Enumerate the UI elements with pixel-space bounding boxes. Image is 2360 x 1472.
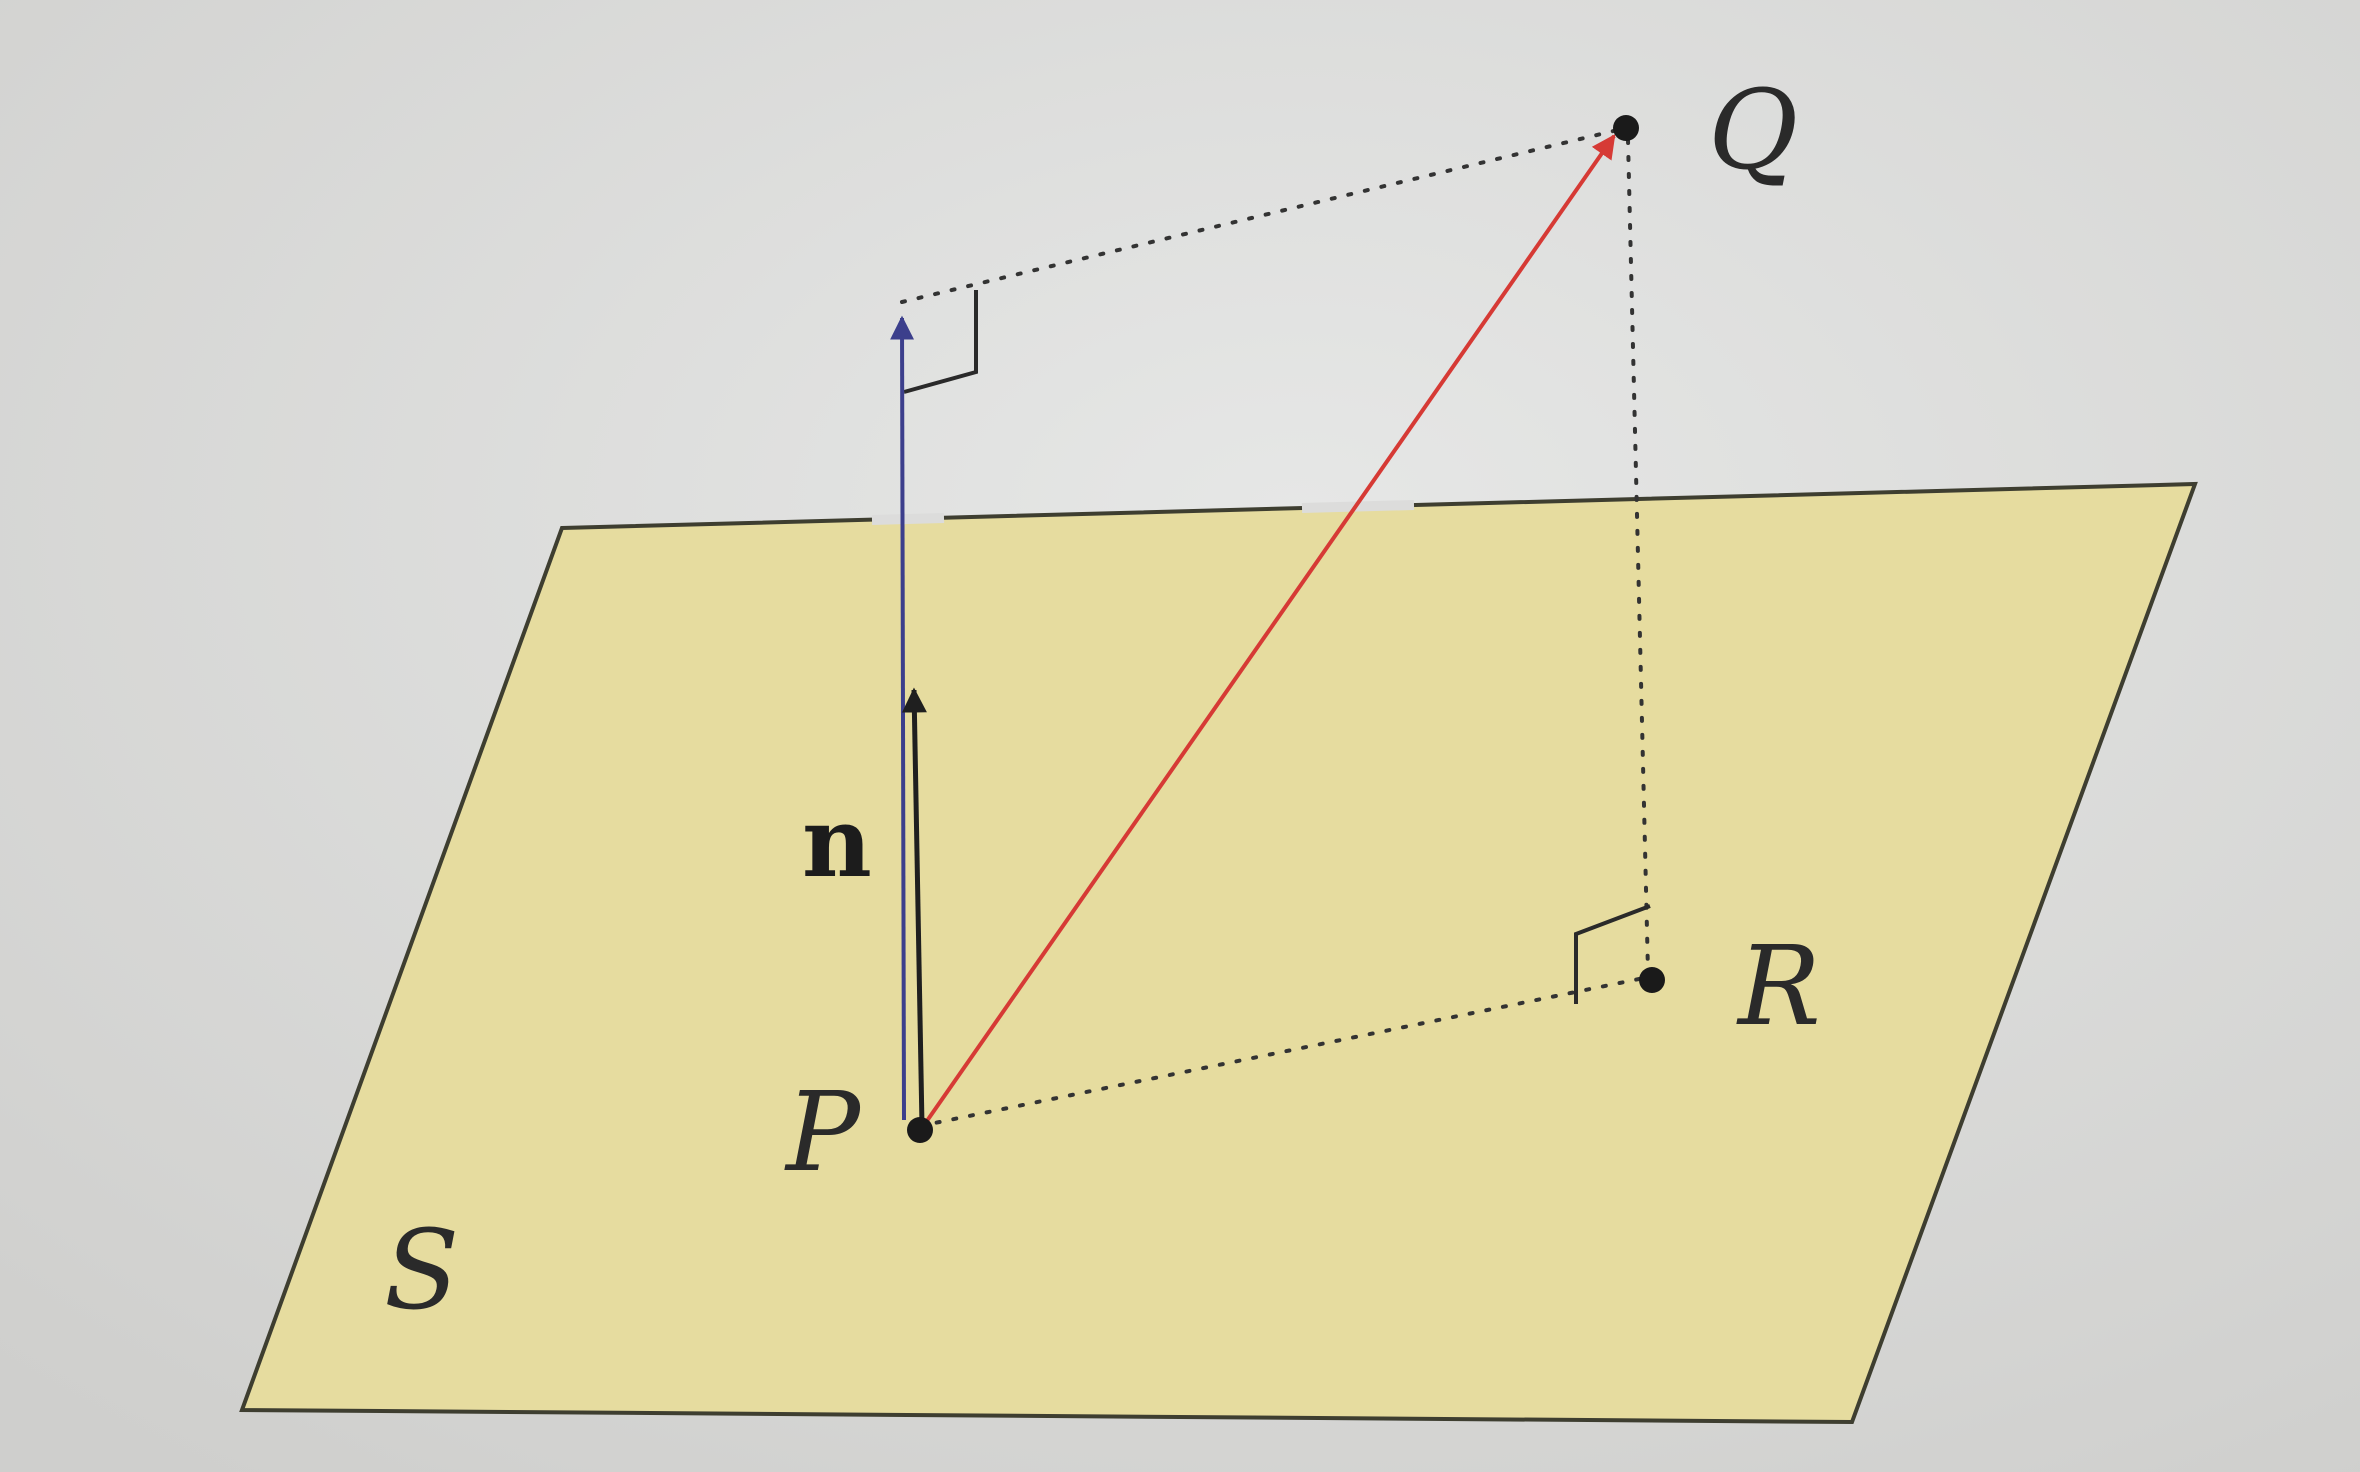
projection-vector xyxy=(890,315,915,1121)
point-r xyxy=(1639,967,1665,993)
point-p xyxy=(907,1117,933,1143)
plane-edge-gap-1 xyxy=(871,513,945,525)
label-p: P xyxy=(784,1068,862,1196)
plane-s xyxy=(239,481,2198,1425)
dotted-q-to-r xyxy=(1626,138,1650,974)
vector-pq xyxy=(920,134,1616,1130)
right-angle-marker-top xyxy=(903,290,978,394)
dotted-p-to-r xyxy=(918,976,1646,1128)
right-angle-marker-r xyxy=(1574,904,1651,1004)
dotted-projection-to-q xyxy=(900,126,1628,304)
plane-edge-gap-2 xyxy=(1301,500,1415,513)
normal-vector-n xyxy=(901,687,927,1127)
label-r: R xyxy=(1736,922,1821,1050)
label-n: n xyxy=(802,786,872,899)
label-q: Q xyxy=(1708,66,1798,194)
point-q xyxy=(1613,115,1639,141)
label-s: S xyxy=(384,1206,459,1334)
